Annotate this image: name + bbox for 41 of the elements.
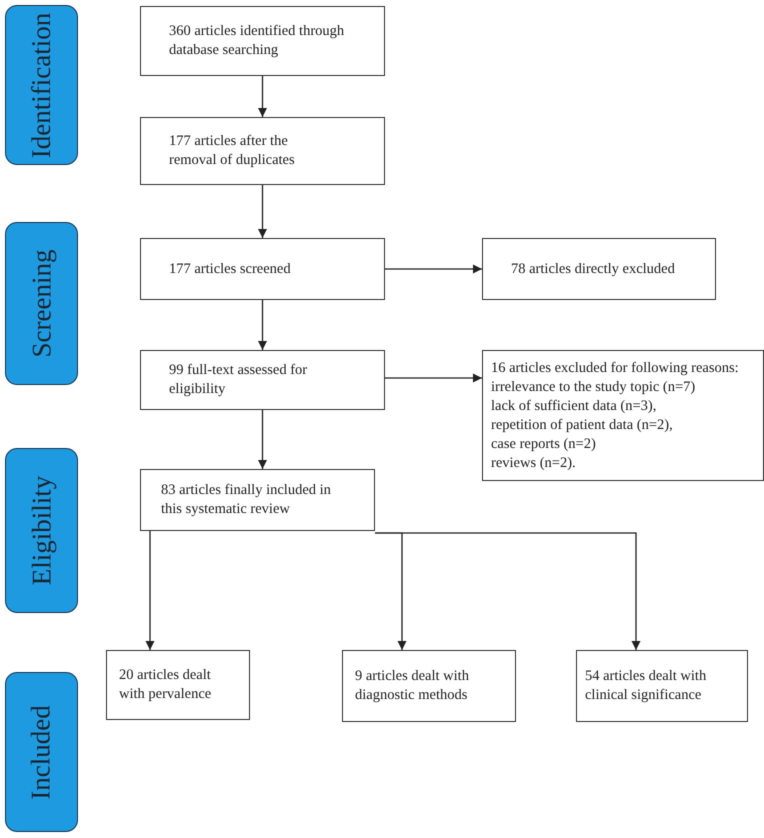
box-text: 177 articles screened [169, 260, 292, 278]
arrow [146, 531, 154, 650]
process-box [140, 238, 385, 300]
arrow [258, 185, 267, 238]
stage-label: Screening [26, 250, 57, 358]
arrow [258, 76, 267, 117]
arrow [258, 410, 267, 469]
stage-band [5, 672, 78, 832]
box-text: 83 articles finally included in this systematic review [161, 481, 332, 519]
arrow [385, 264, 482, 274]
arrow [375, 532, 640, 650]
box-text: 99 full-text assessed for eligibility [169, 361, 308, 399]
process-box [576, 650, 748, 722]
box-text: repetition of patient data (n=2), [491, 416, 674, 434]
box-text: irrelevance to the study topic (n=7) [491, 378, 696, 396]
stage-band [5, 5, 78, 165]
box-text: reviews (n=2). [491, 454, 577, 472]
stage-label: Identification [26, 12, 57, 158]
process-box [140, 350, 385, 410]
arrow [385, 374, 482, 382]
box-text: 177 articles after the removal of duplicates [169, 132, 296, 170]
stage-band [5, 222, 78, 385]
stage-label: Eligibility [26, 476, 57, 586]
box-text: 9 articles dealt with diagnostic methods [355, 667, 470, 705]
arrow [258, 300, 267, 350]
box-text: case reports (n=2) [491, 434, 597, 454]
stage-band [5, 448, 78, 613]
box-text: 16 articles excluded for following reasons: [491, 358, 740, 378]
process-box [140, 117, 385, 185]
process-box [106, 650, 250, 720]
process-box [140, 6, 385, 76]
box-text: lack of sufficient data (n=3), [491, 396, 658, 416]
process-box [482, 238, 716, 300]
process-box [342, 650, 516, 722]
box-text: 78 articles directly excluded [511, 260, 676, 278]
box-text: 54 articles dealt with clinical significance [585, 667, 708, 705]
stage-label: Included [26, 704, 57, 800]
box-text: 360 articles identified through database searching [169, 22, 346, 60]
process-box [140, 469, 375, 531]
box-text: 20 articles dealt with pervalence [119, 666, 212, 704]
process-box [482, 350, 764, 481]
